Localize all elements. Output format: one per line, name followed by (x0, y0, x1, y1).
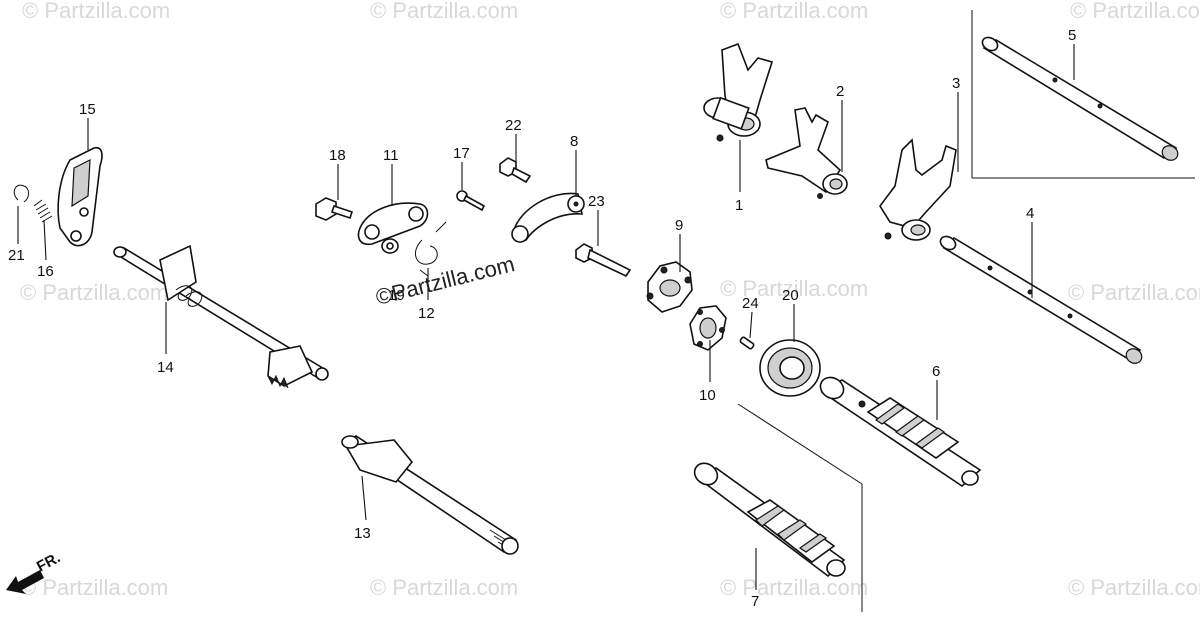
callout-13: 13 (354, 525, 371, 542)
drum-center-part-9 (646, 261, 693, 313)
callout-7: 7 (751, 593, 759, 610)
watermark: © Partzilla.com (370, 0, 518, 23)
callout-24: 24 (742, 295, 759, 312)
shift-drum-part-7 (693, 462, 846, 578)
callout-2: 2 (836, 83, 844, 100)
shift-fork-part-2 (765, 107, 848, 199)
callout-3: 3 (952, 75, 960, 92)
dowel-pin-part-24 (739, 336, 755, 350)
callout-10: 10 (699, 387, 716, 404)
pin-plate-part-10 (689, 305, 727, 351)
watermark: © Partzilla.com (22, 0, 170, 23)
callout-9: 9 (675, 217, 683, 234)
callout-4: 4 (1026, 205, 1034, 222)
callout-1: 1 (735, 197, 743, 214)
watermark: © Partzilla.com (20, 280, 168, 305)
shaft-part-13 (341, 435, 519, 555)
watermark: © Partzilla.com (720, 575, 868, 600)
watermark: © Partzilla.com (370, 575, 518, 600)
shift-fork-part-1 (703, 42, 774, 142)
callout-6: 6 (932, 363, 940, 380)
fork-shaft-part-4 (939, 235, 1143, 364)
spring-part-16 (33, 199, 53, 223)
fork-shaft-part-5 (981, 36, 1179, 161)
shift-drum-part-6 (819, 376, 982, 488)
callout-22: 22 (505, 117, 522, 134)
divider-lines (737, 10, 1195, 612)
callout-11: 11 (383, 147, 399, 164)
watermark: © Partzilla.com (20, 575, 168, 600)
callout-12: 12 (418, 305, 435, 322)
bolt-part-23 (575, 243, 632, 278)
bolt-part-18 (315, 197, 354, 221)
callout-14: 14 (157, 359, 174, 376)
spring-part-12 (414, 221, 447, 277)
watermark: © Partzilla.com (1068, 280, 1200, 305)
plate-part-15 (57, 146, 103, 247)
leader-lines (17, 44, 1075, 590)
plate-part-11 (357, 202, 429, 246)
callout-20: 20 (782, 287, 799, 304)
stopper-arm-part-8 (511, 192, 585, 243)
callout-15: 15 (79, 101, 96, 118)
watermark: © Partzilla.com (720, 0, 868, 23)
watermark: © Partzilla.com (720, 276, 868, 301)
callout-16: 16 (37, 263, 54, 280)
washer-part-19 (381, 238, 399, 254)
callout-8: 8 (570, 133, 578, 150)
callout-5: 5 (1068, 27, 1076, 44)
bearing-part-20 (759, 339, 821, 397)
watermark: © Partzilla.com (1068, 575, 1200, 600)
callout-17: 17 (453, 145, 470, 162)
circlip-part-21 (13, 184, 29, 203)
bolt-part-22 (499, 157, 532, 184)
callouts: 1 2 3 4 5 6 7 8 9 10 11 12 13 14 15 16 1… (8, 27, 1076, 610)
callout-21: 21 (8, 247, 25, 264)
front-arrow-icon (6, 570, 44, 594)
callout-18: 18 (329, 147, 346, 164)
callout-19: 19 (388, 287, 405, 304)
shift-fork-part-3 (879, 138, 957, 241)
gearshift-spindle-part-14 (113, 244, 329, 389)
callout-23: 23 (588, 193, 605, 210)
screw-part-17 (456, 190, 486, 212)
watermark: © Partzilla.com (1070, 0, 1200, 23)
